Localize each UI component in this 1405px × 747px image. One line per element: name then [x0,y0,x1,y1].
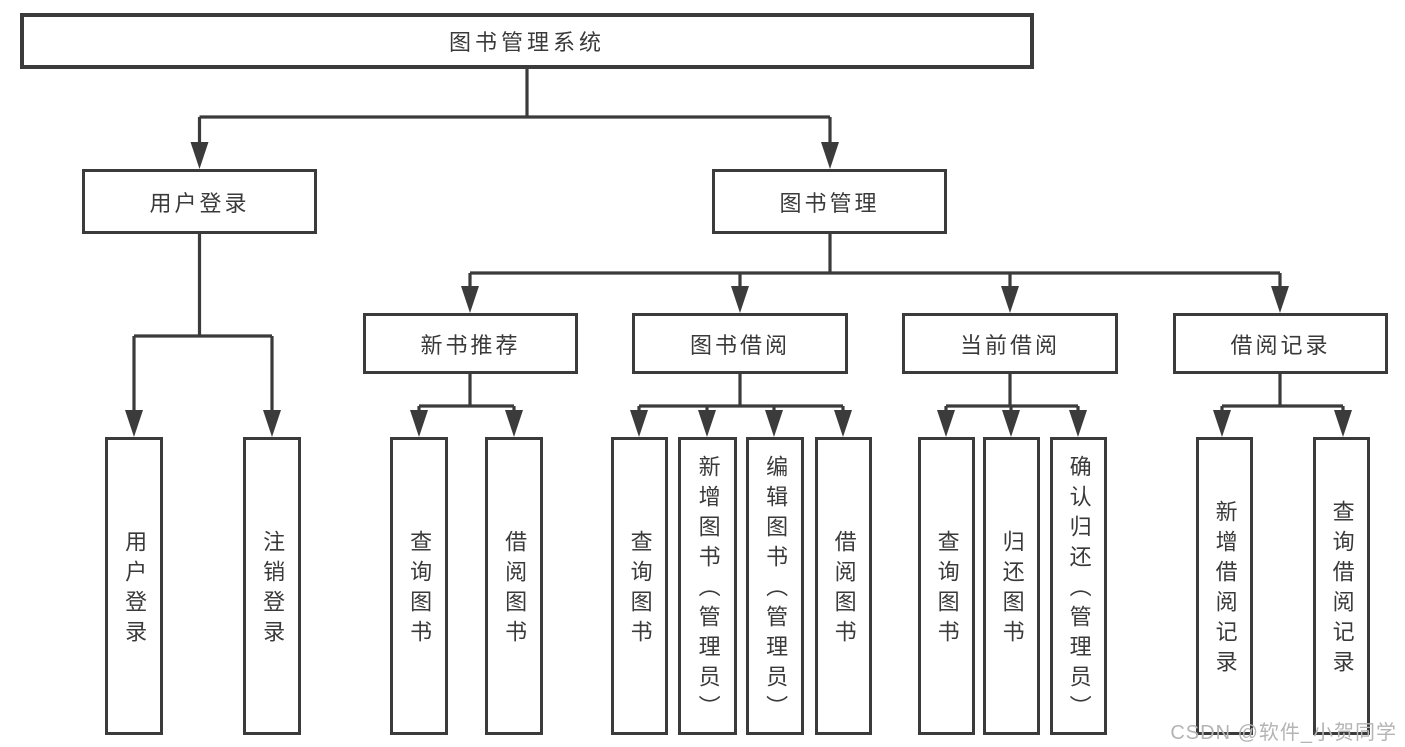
arrowhead [1271,286,1289,313]
node-leaf-logout: 注销登录 [243,437,301,735]
arrowhead [1069,410,1087,437]
node-leaf-borrowing-query-book: 查询图书 [611,437,668,735]
arrowhead [263,410,281,437]
node-leaf-recommend-query-book-label: 查询图书 [407,530,433,650]
arrowhead [834,410,852,437]
node-leaf-current-query-book-label: 查询图书 [934,530,960,650]
node-leaf-recommend-query-book: 查询图书 [390,437,448,735]
node-leaf-confirm-return-admin-label: 确认归还（管理员） [1066,455,1092,725]
csdn-watermark: CSDN @软件_小贺同学 [1170,722,1397,744]
arrowhead [1002,410,1020,437]
node-leaf-query-borrow-record-label: 查询借阅记录 [1329,500,1355,680]
node-leaf-recommend-borrow-book-label: 借阅图书 [502,530,528,650]
arrowhead [125,410,143,437]
arrowhead [505,410,523,437]
node-leaf-borrowing-borrow-book: 借阅图书 [815,437,872,735]
node-leaf-add-borrow-record-label: 新增借阅记录 [1212,500,1238,680]
arrowhead [461,286,479,313]
node-library-management-system: 图书管理系统 [20,13,1034,69]
node-leaf-current-query-book: 查询图书 [918,437,975,735]
node-leaf-borrowing-query-book-label: 查询图书 [627,530,653,650]
node-leaf-user-login-label: 用户登录 [122,530,148,650]
node-leaf-edit-book-admin-label: 编辑图书（管理员） [763,455,789,725]
node-leaf-add-book-admin-label: 新增图书（管理员） [695,455,721,725]
arrowhead [1001,286,1019,313]
arrowhead [630,410,648,437]
node-leaf-add-borrow-record: 新增借阅记录 [1196,437,1253,735]
node-book-management: 图书管理 [712,169,947,234]
node-book-borrowing: 图书借阅 [632,313,848,374]
node-borrowing-records: 借阅记录 [1173,313,1388,374]
arrowhead [698,410,716,437]
node-leaf-user-login: 用户登录 [105,437,163,735]
node-leaf-edit-book-admin: 编辑图书（管理员） [746,437,804,735]
node-leaf-borrowing-borrow-book-label: 借阅图书 [831,530,857,650]
node-leaf-recommend-borrow-book: 借阅图书 [485,437,543,735]
node-leaf-query-borrow-record: 查询借阅记录 [1313,437,1370,735]
arrowhead [1334,410,1352,437]
node-leaf-return-book: 归还图书 [983,437,1040,735]
arrowhead [731,286,749,313]
node-current-borrowing: 当前借阅 [902,313,1118,374]
node-new-book-recommendation: 新书推荐 [363,313,578,374]
arrowhead [410,410,428,437]
arrowhead [765,410,783,437]
node-leaf-return-book-label: 归还图书 [999,530,1025,650]
node-leaf-logout-label: 注销登录 [260,530,286,650]
arrowhead [190,142,209,169]
arrowhead [1213,410,1231,437]
arrowhead [937,410,955,437]
node-leaf-add-book-admin: 新增图书（管理员） [678,437,737,735]
arrowhead [821,142,839,169]
node-user-login-group: 用户登录 [82,169,317,234]
node-leaf-confirm-return-admin: 确认归还（管理员） [1050,437,1107,735]
